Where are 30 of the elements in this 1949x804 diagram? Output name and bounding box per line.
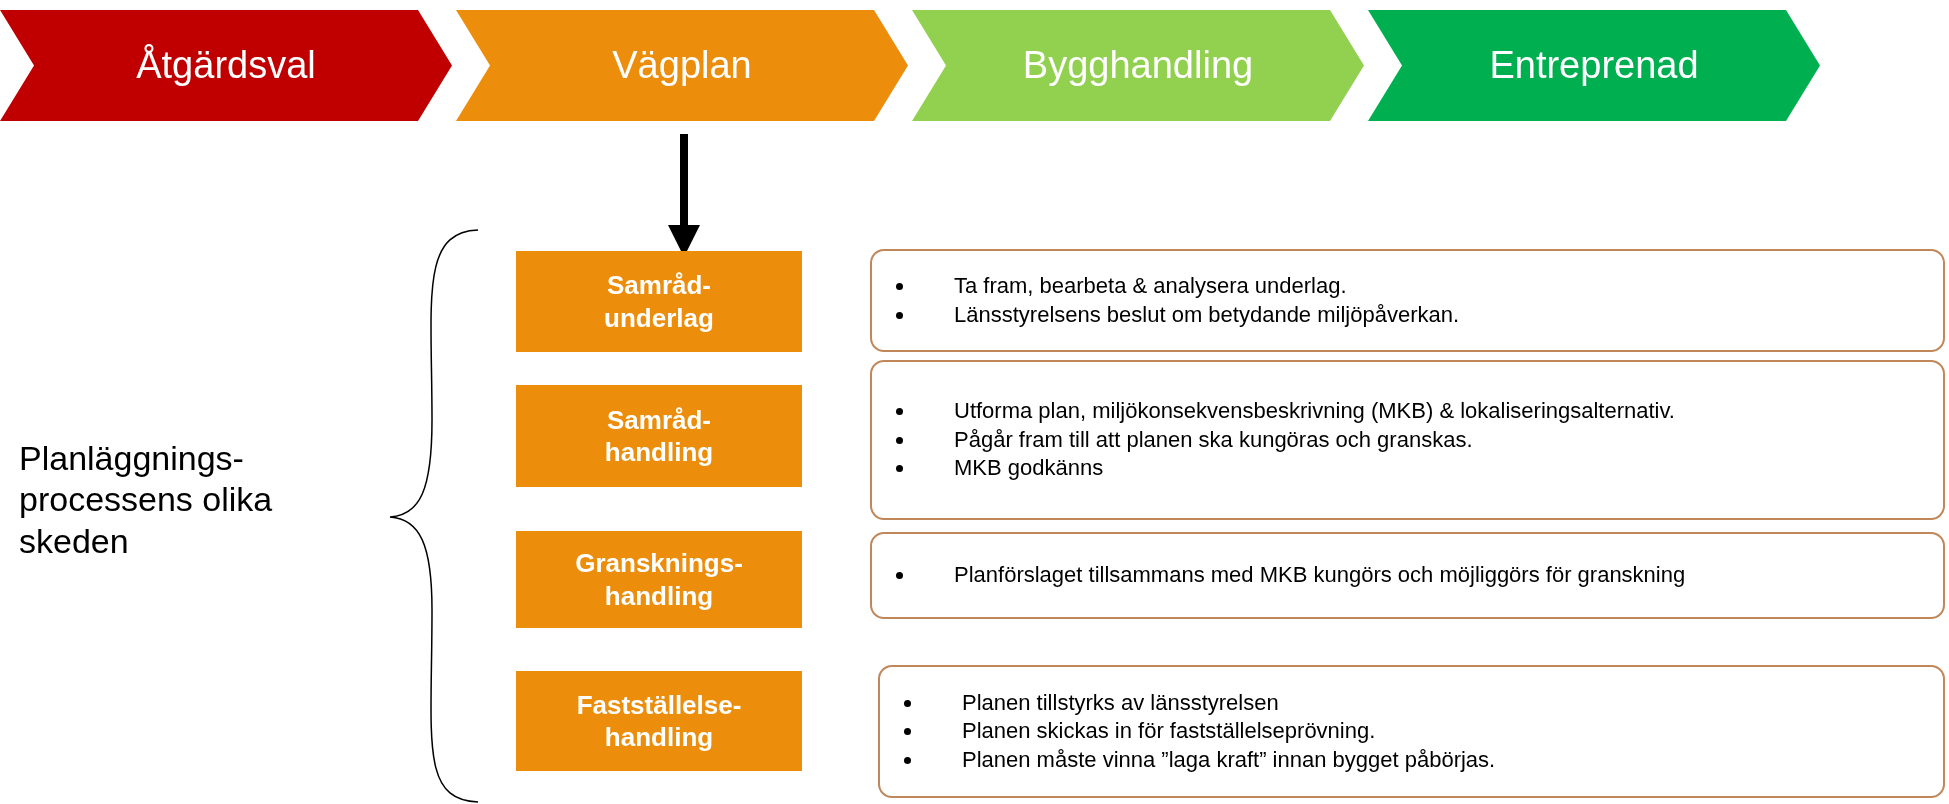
bullet-text: Ta fram, bearbeta & analysera underlag. xyxy=(954,271,1347,300)
stage-box xyxy=(516,531,802,628)
description-box xyxy=(878,665,1945,798)
chevron-step xyxy=(456,10,908,121)
description-box xyxy=(870,360,1945,520)
bullet-text: MKB godkänns xyxy=(954,454,1104,483)
stage-box xyxy=(516,671,802,771)
step-title: Vägplan xyxy=(612,44,752,87)
bullet-text: Länsstyrelsens beslut om betydande miljöpåverkan. xyxy=(954,300,1460,329)
bullet-text: Planen tillstyrks av länsstyrelsen xyxy=(962,688,1279,717)
step-title: Åtgärdsval xyxy=(136,44,316,87)
chevron-step xyxy=(912,10,1364,121)
step-title: Entreprenad xyxy=(1489,44,1699,87)
chevron-step xyxy=(0,10,452,121)
stage-box xyxy=(516,251,802,352)
bullet-text: Planen måste vinna ”laga kraft” innan bygget påbörjas. xyxy=(962,745,1496,774)
stage-box xyxy=(516,385,802,487)
description-box xyxy=(870,532,1945,619)
step-title: Bygghandling xyxy=(1022,44,1254,87)
stage-title: Samråd- handling xyxy=(603,403,715,469)
bullet-text: Pågår fram till att planen ska kungöras och granskas. xyxy=(954,425,1473,454)
bullet-text: Utforma plan, miljökonsekvensbeskrivning (MKB) & lokaliseringsalternativ. xyxy=(954,397,1675,426)
description-box xyxy=(870,249,1945,352)
bullet-text: Planförslaget tillsammans med MKB kungörs och möjliggörs för granskning xyxy=(954,561,1686,590)
stage-title: Fastställelse- handling xyxy=(575,688,743,754)
stage-title: Samråd- underlag xyxy=(603,269,715,334)
side-label: Planläggnings- processens olika skeden xyxy=(19,438,274,562)
chevron-step xyxy=(1368,10,1820,121)
bullet-text: Planen skickas in för fastställelseprövning. xyxy=(962,717,1376,746)
stage-title: Gransknings- handling xyxy=(574,547,744,612)
